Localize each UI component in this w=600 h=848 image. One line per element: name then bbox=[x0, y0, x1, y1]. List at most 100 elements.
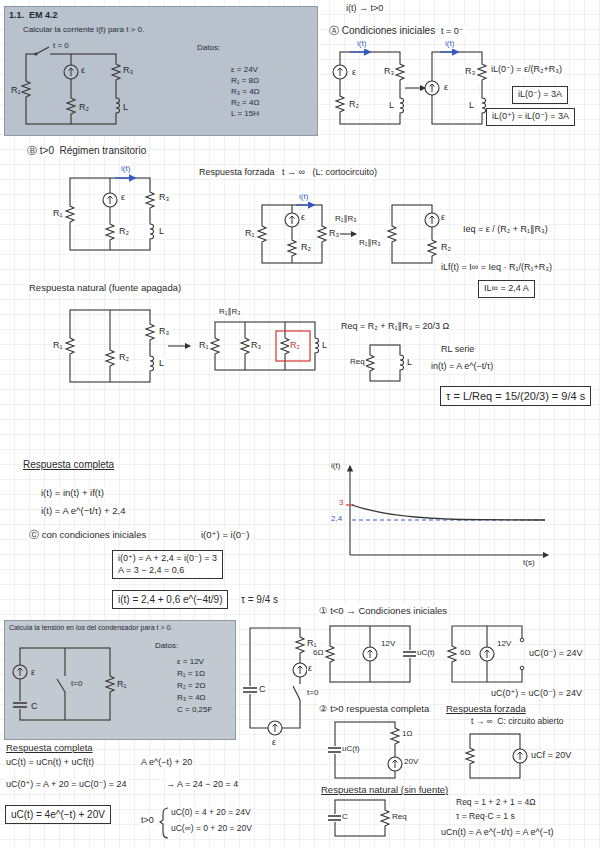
component-label: ε bbox=[440, 212, 446, 223]
panel-text: R₃ bbox=[123, 65, 133, 75]
note: t = 0⁻ bbox=[440, 26, 465, 37]
source-symbol bbox=[13, 665, 27, 679]
note: t>0 bbox=[140, 815, 155, 826]
source-symbol bbox=[64, 65, 78, 79]
panel-text: ε bbox=[81, 65, 85, 75]
panel-text: R₁ = 1Ω bbox=[177, 669, 205, 678]
inductor-symbol bbox=[145, 353, 155, 375]
section-heading: Ⓑ t>0 Régimen transitorio bbox=[26, 145, 147, 157]
resistor-symbol bbox=[390, 725, 400, 747]
component-label: R₃ bbox=[328, 228, 340, 239]
result-text: τ = L/Req = 15/(20/3) = 9/4 s bbox=[446, 389, 585, 403]
axis-label: t(s) bbox=[522, 558, 536, 568]
equation: A e^(−t) + 20 bbox=[140, 757, 193, 768]
panel-text: L bbox=[123, 102, 128, 112]
current-label: i(t) bbox=[298, 192, 309, 202]
section-heading: Respuesta completa bbox=[5, 742, 94, 753]
equation: Req = 1 + 2 + 1 = 4Ω bbox=[455, 797, 537, 807]
equation: uC(0⁻) = 24V bbox=[528, 648, 584, 659]
resistor-symbol bbox=[105, 221, 115, 243]
result-text: uC(t) = 4e^(−t) + 20V bbox=[11, 808, 105, 821]
component-label: R₂ bbox=[300, 242, 312, 253]
source-symbol bbox=[103, 193, 117, 207]
panel-text: t = 0 bbox=[53, 41, 69, 50]
panel-text: L = 15H bbox=[231, 109, 259, 118]
component-label: R₁ bbox=[244, 228, 256, 239]
component-label: R₂ bbox=[348, 99, 360, 110]
resistor-symbol bbox=[21, 78, 31, 100]
capacitor-symbol bbox=[328, 746, 342, 754]
source-symbol bbox=[425, 213, 439, 227]
equation: uC(0⁺) = A + 20 = uC(0⁻) = 24 bbox=[5, 779, 128, 790]
panel-title: 1.1. EM 4.2 bbox=[9, 10, 58, 20]
panel-text: R₁ = 8Ω bbox=[231, 76, 259, 85]
circuit-schematic bbox=[65, 178, 155, 250]
section-heading: Ⓐ Condiciones iniciales bbox=[328, 25, 436, 37]
panel-text: C = 0,25F bbox=[177, 705, 212, 714]
result-box: i(t) = 2,4 + 0,6 e^(−4t/9) bbox=[112, 590, 228, 609]
equation: in(t) = A e^(−t/τ) bbox=[430, 361, 494, 372]
step-arrow bbox=[338, 233, 356, 234]
section-heading: ① t<0 → Condiciones iniciales bbox=[318, 605, 448, 616]
component-label: 6Ω bbox=[312, 648, 324, 658]
circuit-schematic bbox=[257, 205, 327, 263]
component-label: L bbox=[388, 100, 395, 111]
component-label: ε bbox=[120, 192, 126, 203]
panel-text: Datos: bbox=[155, 641, 178, 650]
source-symbol bbox=[268, 721, 282, 735]
source-symbol bbox=[285, 213, 299, 227]
screenshot-panel bbox=[4, 620, 236, 740]
source-symbol bbox=[480, 647, 494, 661]
circuit-schematic bbox=[387, 205, 439, 263]
resistor-symbol bbox=[317, 223, 327, 245]
result-text: i(t) = 2,4 + 0,6 e^(−4t/9) bbox=[118, 593, 222, 606]
panel-text: R₁ bbox=[117, 679, 127, 689]
equation: uCf = 20V bbox=[530, 750, 572, 761]
equation: uCn(t) = A e^(−t/τ) = A e^(−t) bbox=[440, 827, 555, 838]
section-heading: Ⓒ con condiciones iniciales bbox=[28, 529, 147, 540]
inductor-symbol bbox=[395, 352, 405, 374]
component-label: L bbox=[321, 340, 328, 351]
resistor-symbol bbox=[335, 93, 345, 115]
screenshot-panel: 1.1. EM 4.2Calcular la corriente i(t) pa… bbox=[4, 6, 318, 136]
resistor-symbol bbox=[295, 634, 305, 656]
response-graph bbox=[346, 466, 548, 555]
result-text: A = 3 − 2,4 = 0,6 bbox=[118, 565, 217, 577]
resistor-symbol bbox=[447, 643, 457, 665]
equation: → A = 24 − 20 = 4 bbox=[165, 779, 239, 790]
note: t → ∞ C: circuito abierto bbox=[470, 716, 565, 726]
component-label: R₁∥R₃ bbox=[218, 307, 242, 317]
circuit-schematic bbox=[243, 628, 307, 735]
resistor-symbol bbox=[325, 643, 335, 665]
highlight-box bbox=[276, 331, 310, 361]
equation: Ieq = ε / (R₂ + R₁∥R₃) bbox=[462, 224, 549, 235]
source-symbol bbox=[388, 757, 402, 771]
equation: i(0⁺) = i(0⁻) bbox=[200, 529, 250, 540]
component-label: R₃ bbox=[158, 192, 170, 203]
source-symbol bbox=[293, 663, 307, 677]
component-label: 1Ω bbox=[401, 729, 413, 739]
resistor-symbol bbox=[210, 335, 220, 357]
source-symbol bbox=[363, 647, 377, 661]
circuit-schematic bbox=[328, 800, 390, 836]
resistor-symbol bbox=[387, 223, 397, 245]
equation: iL(0⁻) = ε/(R₂+R₃) bbox=[490, 64, 563, 75]
circuit-schematic bbox=[333, 52, 405, 124]
resistor-symbol bbox=[477, 61, 487, 83]
result-box: iL(0⁺) = iL(0⁻) = 3A bbox=[486, 108, 575, 126]
screenshot-panel bbox=[4, 6, 318, 136]
panel-text: C bbox=[31, 701, 38, 711]
panel-text: ε bbox=[31, 667, 35, 677]
component-label: R₁ bbox=[198, 340, 210, 351]
result-box: uC(t) = 4e^(−t) + 20V bbox=[5, 805, 111, 824]
component-label: L bbox=[158, 358, 165, 369]
capacitor-symbol bbox=[243, 686, 257, 694]
resistor-symbol bbox=[240, 335, 250, 357]
result-box: i(0⁺) = A + 2,4 = i(0⁻) = 3A = 3 − 2,4 =… bbox=[112, 550, 223, 579]
component-label: R₂ bbox=[440, 242, 452, 253]
component-label: R₂ bbox=[289, 340, 301, 351]
section-heading: Respuesta forzada t → ∞ (L: cortocircuit… bbox=[198, 167, 378, 178]
component-label: ε bbox=[271, 737, 277, 748]
